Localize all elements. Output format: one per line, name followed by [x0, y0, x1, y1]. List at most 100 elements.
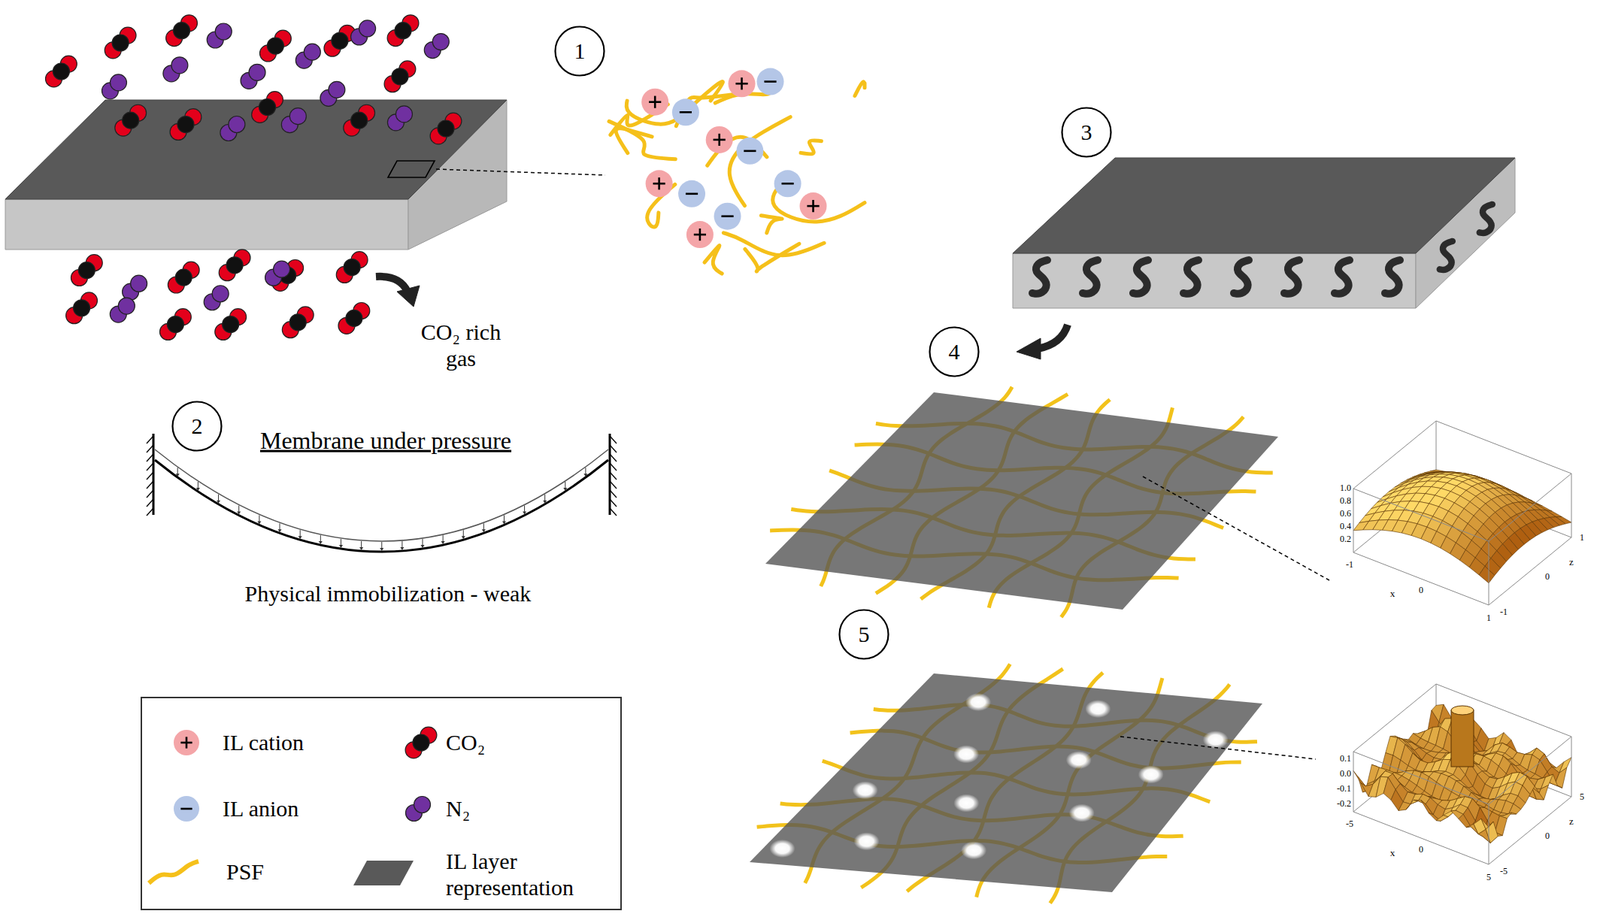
axis-tick: 0 [1545, 831, 1550, 843]
axis-tick: 0 [1418, 585, 1424, 597]
plot-box [1353, 812, 1489, 865]
plot-box [1488, 537, 1572, 606]
n2-molecule [163, 57, 188, 82]
surface-patch [1478, 566, 1495, 583]
plot-box [1571, 473, 1573, 538]
axis-tick: 0.8 [1339, 496, 1352, 507]
co2-molecule [405, 727, 437, 759]
il-cation [641, 88, 669, 116]
surface-patch [1473, 818, 1486, 834]
load-arrow [196, 487, 200, 491]
il-hole [965, 693, 991, 712]
callout-ring [839, 610, 889, 660]
plot-box [1353, 751, 1355, 813]
load-arrow [379, 548, 384, 552]
wall-hatch [609, 445, 617, 453]
load-arrow [461, 536, 466, 540]
legend-label: N₂ [445, 796, 470, 823]
legend-label: PSF [226, 859, 264, 886]
art-stroke [718, 133, 721, 146]
art-stroke [130, 275, 148, 292]
co2-molecule [251, 91, 284, 124]
co2-molecule [104, 27, 137, 59]
art-stroke [226, 257, 243, 274]
plot-box [1436, 421, 1572, 474]
axis-tick: -1 [1500, 607, 1508, 619]
plot-box [1571, 736, 1573, 797]
leader-line [1120, 736, 1316, 760]
plot-box [1353, 488, 1355, 553]
art-stroke [564, 481, 566, 489]
art-stroke [351, 112, 368, 129]
art-stroke [503, 515, 505, 522]
legend-label: CO₂ [445, 730, 485, 757]
art-stroke [657, 177, 661, 190]
art-stroke [360, 541, 362, 549]
wall-hatch [609, 490, 617, 498]
n2-molecule [203, 285, 229, 311]
axis-tick: 1 [1486, 613, 1491, 625]
il-anion [774, 169, 802, 197]
wall-hatch [146, 454, 154, 462]
callout-circle: 5 [838, 609, 890, 661]
il-hole [1138, 765, 1164, 784]
il-layer-sample [353, 860, 414, 886]
art-stroke [375, 276, 408, 292]
art-stroke [654, 96, 657, 109]
axis-tick: -1 [1345, 560, 1354, 571]
legend-label: IL anion [222, 796, 299, 823]
wall-hatch [609, 508, 617, 516]
psf-network [609, 68, 865, 274]
art-stroke [248, 63, 266, 81]
il-anion [672, 98, 700, 126]
zoom-square [387, 160, 435, 178]
art-stroke [672, 98, 700, 126]
plot-box [1353, 488, 1489, 542]
callout-circle: 4 [928, 326, 980, 378]
co2-molecule [115, 104, 147, 137]
co2-molecule [430, 112, 462, 145]
arrow-head [1016, 338, 1041, 360]
n2-molecule [387, 106, 413, 131]
art-stroke [763, 80, 776, 83]
co2-molecule [343, 104, 376, 137]
art-stroke [328, 81, 346, 98]
wall-hatch [609, 481, 617, 489]
il-cation [645, 169, 673, 197]
axis-tick: 0.6 [1339, 509, 1352, 520]
load-arrow [339, 545, 343, 549]
art-stroke [345, 309, 363, 327]
n2-molecule [320, 81, 346, 107]
co2-molecule [259, 30, 291, 62]
callout-number: 5 [858, 621, 870, 649]
load-arrow [522, 512, 527, 516]
art-stroke [442, 535, 444, 543]
art-stroke [394, 22, 412, 40]
art-stroke [289, 314, 307, 331]
art-stroke [340, 539, 342, 546]
art-stroke [391, 68, 409, 85]
art-stroke [422, 539, 424, 546]
psf-chain [609, 121, 676, 159]
il-hole [953, 793, 979, 813]
legend-label: IL layer representation [445, 848, 608, 901]
co2-molecule [336, 251, 368, 284]
il-anion [173, 796, 200, 822]
psf-chain [704, 245, 722, 274]
art-stroke [395, 106, 413, 123]
il-hole [854, 832, 880, 851]
load-arrow [318, 541, 323, 545]
il-cation [728, 69, 756, 97]
art-stroke [197, 481, 199, 489]
il-hole [769, 839, 796, 858]
co2-molecule [281, 306, 314, 339]
callout-circle: 2 [171, 400, 223, 452]
il-cation [706, 126, 734, 154]
art-stroke [228, 115, 246, 133]
art-stroke [320, 535, 322, 543]
art-stroke [414, 796, 431, 814]
art-stroke [109, 74, 127, 91]
co2-molecule [387, 15, 419, 47]
axis-tick: 0.4 [1339, 521, 1352, 533]
n2-molecule [406, 796, 431, 822]
